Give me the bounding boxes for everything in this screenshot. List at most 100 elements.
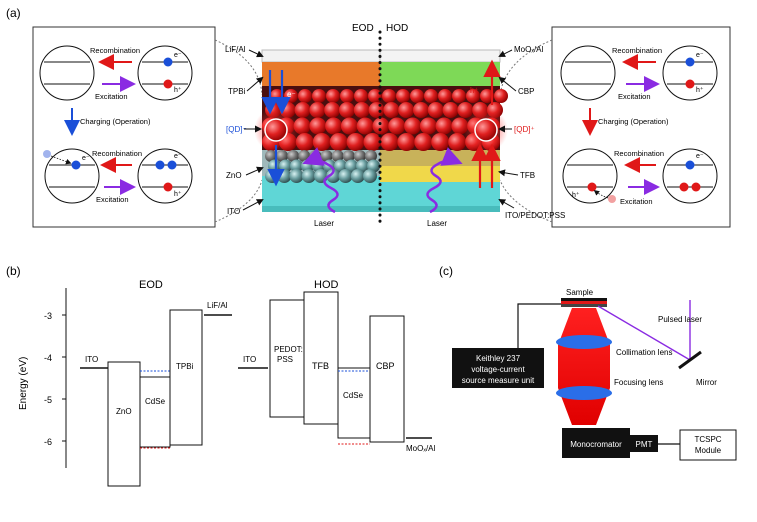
zno-sphere <box>326 169 341 183</box>
mirror-label: Mirror <box>696 378 717 387</box>
ytick-minus3: -3 <box>44 311 52 321</box>
zno-sphere-array <box>265 150 380 183</box>
zno-sphere <box>363 169 377 183</box>
focusing-lens <box>556 386 612 400</box>
qd-sphere <box>452 89 466 103</box>
zno-sphere <box>277 169 292 183</box>
qd-sphere <box>295 133 314 151</box>
hod-tfb-label: TFB <box>312 361 329 371</box>
recombination-label-2: Recombination <box>92 149 142 158</box>
label-moox-al: MoOₓ/Al <box>514 45 544 54</box>
ytick-minus6: -6 <box>44 437 52 447</box>
label-lif-al: LiF/Al <box>225 45 246 54</box>
zno-sphere <box>314 169 328 183</box>
qd-sphere <box>398 102 415 118</box>
keithley-label-2: voltage-current <box>471 365 525 374</box>
qd-circle-excited <box>137 45 193 101</box>
panel-a-label: (a) <box>6 6 21 20</box>
qd-sphere <box>388 117 406 135</box>
panel-c: (c) Sample Keithley 237 voltage-current … <box>439 264 737 461</box>
hod-tfb-band <box>303 291 339 425</box>
qd-sphere <box>368 89 382 103</box>
focusing-lens-label: Focusing lens <box>614 378 663 387</box>
pulsed-laser-label: Pulsed laser <box>658 315 702 324</box>
eod-label: EOD <box>352 23 374 34</box>
panel-c-label: (c) <box>439 264 453 278</box>
collimation-lens <box>556 335 612 349</box>
label-qd-plus: [QD]⁺ <box>514 125 535 134</box>
qd-sphere <box>339 102 355 118</box>
qd-sphere <box>427 102 444 118</box>
zno-sphere <box>338 169 353 183</box>
qd-circle-charged <box>44 148 100 204</box>
mirror <box>678 350 702 370</box>
hod-cbp-label: CBP <box>376 361 395 371</box>
hod-pedot-label: PEDOT: <box>274 345 303 354</box>
panel-a: (a) e⁻ h⁺ Recombination Exc <box>6 6 731 228</box>
qd-sphere <box>340 89 354 103</box>
qd-sphere <box>354 89 368 103</box>
eod-tpbi-label: TPBi <box>176 362 194 371</box>
electron-label-3: e⁻ <box>174 153 182 160</box>
eod-cdse-label: CdSe <box>145 397 166 406</box>
laser-wave-left <box>302 147 339 214</box>
qd-sphere <box>480 89 494 103</box>
zno-sphere <box>350 169 365 183</box>
keithley-label-3: source measure unit <box>462 376 535 385</box>
laser-label-right: Laser <box>427 219 447 228</box>
eod-zno-band <box>107 361 141 487</box>
qd-sphere <box>356 117 374 135</box>
label-qd-minus: [QD]⁻ <box>226 125 247 134</box>
charging-label: Charging (Operation) <box>80 117 151 126</box>
label-ito-pedot: ITO/PEDOT:PSS <box>505 211 565 220</box>
sample-top <box>561 298 607 301</box>
qd-sphere <box>404 117 422 135</box>
qd-sphere <box>419 117 437 135</box>
zno-sphere <box>287 150 300 162</box>
tcspc-label-1: TCSPC <box>694 435 721 444</box>
label-ito: ITO <box>227 207 240 216</box>
excitation-label-r: Excitation <box>618 92 651 101</box>
qd-sphere <box>368 102 385 118</box>
excitation-label: Excitation <box>95 92 128 101</box>
ytick-minus4: -4 <box>44 353 52 363</box>
qd-sphere <box>325 117 343 135</box>
hod-ito-label: ITO <box>243 355 256 364</box>
eod-zno-label: ZnO <box>116 407 132 416</box>
hod-pss-label: PSS <box>277 355 293 364</box>
qd-sphere <box>312 133 331 151</box>
zno-sphere <box>301 169 316 183</box>
qd-sphere <box>298 89 312 103</box>
qd-sphere <box>438 89 452 103</box>
qd-sphere <box>326 89 340 103</box>
qd-sphere <box>383 102 400 118</box>
qd-sphere <box>312 89 326 103</box>
emission-beam <box>558 308 610 425</box>
qd-sphere <box>435 117 453 135</box>
recombination-label: Recombination <box>90 46 140 55</box>
eod-ito-label: ITO <box>85 355 98 364</box>
tcspc-box <box>679 429 737 461</box>
qd-sphere <box>457 102 474 118</box>
charged-qd-right <box>474 118 498 142</box>
hod-pedot-band <box>269 299 305 418</box>
electron-arrow-label: e⁻ <box>287 90 296 99</box>
left-connector-bottom <box>214 179 263 223</box>
excitation-label-2: Excitation <box>96 195 129 204</box>
keithley-wire <box>517 303 561 348</box>
pmt-box <box>630 435 658 452</box>
zno-sphere <box>276 150 289 162</box>
label-zno: ZnO <box>226 171 242 180</box>
eod-lifal-label: LiF/Al <box>207 301 228 310</box>
qd-sphere <box>413 102 429 118</box>
qd-sphere <box>410 89 424 103</box>
hole-label: h⁺ <box>174 86 182 94</box>
hod-moox-label: MoOₓ/Al <box>406 444 436 453</box>
hole-dot <box>163 79 173 89</box>
tfb-layer-top <box>380 150 500 166</box>
label-cbp: CBP <box>518 87 534 96</box>
qd-circle-trion <box>137 148 193 204</box>
hole-arrow-label: h⁺ <box>470 86 479 95</box>
charging-label-r: Charging (Operation) <box>598 117 669 126</box>
